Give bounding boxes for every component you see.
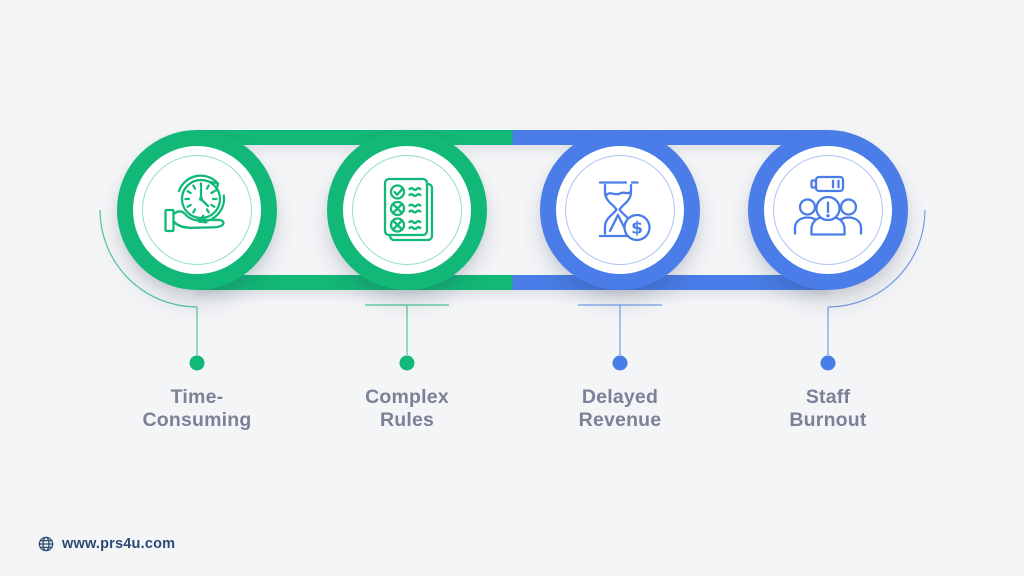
circle-delayed-revenue: $: [540, 130, 700, 290]
hourglass-dollar-icon: $: [598, 181, 651, 242]
circle-staff-burnout: [748, 130, 908, 290]
label-line: Complex: [365, 386, 449, 408]
label-dot: [820, 355, 836, 371]
stem-delayed-revenue: [578, 304, 662, 355]
label-dot: [399, 355, 415, 371]
item-label-delayed-revenue: Delayed Revenue: [520, 386, 720, 432]
connector-band-bottom: [197, 275, 828, 290]
circle-complex-rules: [327, 130, 487, 290]
item-label-complex-rules: Complex Rules: [307, 386, 507, 432]
label-line: Staff: [805, 386, 851, 408]
item-label-staff-burnout: Staff Burnout: [728, 386, 928, 432]
item-label-time-consuming: Time- Consuming: [97, 386, 297, 432]
svg-text:$: $: [631, 219, 643, 239]
footer: www.prs4u.com: [38, 536, 175, 552]
label-line: Time-: [170, 386, 224, 408]
globe-icon: [38, 536, 54, 552]
connector-band-top: [197, 130, 828, 145]
inner-ring: [352, 155, 462, 265]
website-url: www.prs4u.com: [62, 536, 176, 552]
label-dot: [189, 355, 205, 371]
label-dot: [612, 355, 628, 371]
circle-time-consuming: [117, 130, 277, 290]
checklist-icon: [383, 177, 434, 242]
hand-holding-clock-icon: [164, 174, 226, 233]
stem-complex-rules: [365, 304, 449, 355]
label-line: Burnout: [789, 409, 867, 431]
inner-ring: [565, 155, 675, 265]
label-line: Rules: [379, 409, 435, 431]
label-line: Revenue: [578, 409, 662, 431]
label-line: Consuming: [142, 409, 252, 431]
label-line: Delayed: [581, 386, 659, 408]
people-low-battery-icon: [793, 175, 863, 236]
